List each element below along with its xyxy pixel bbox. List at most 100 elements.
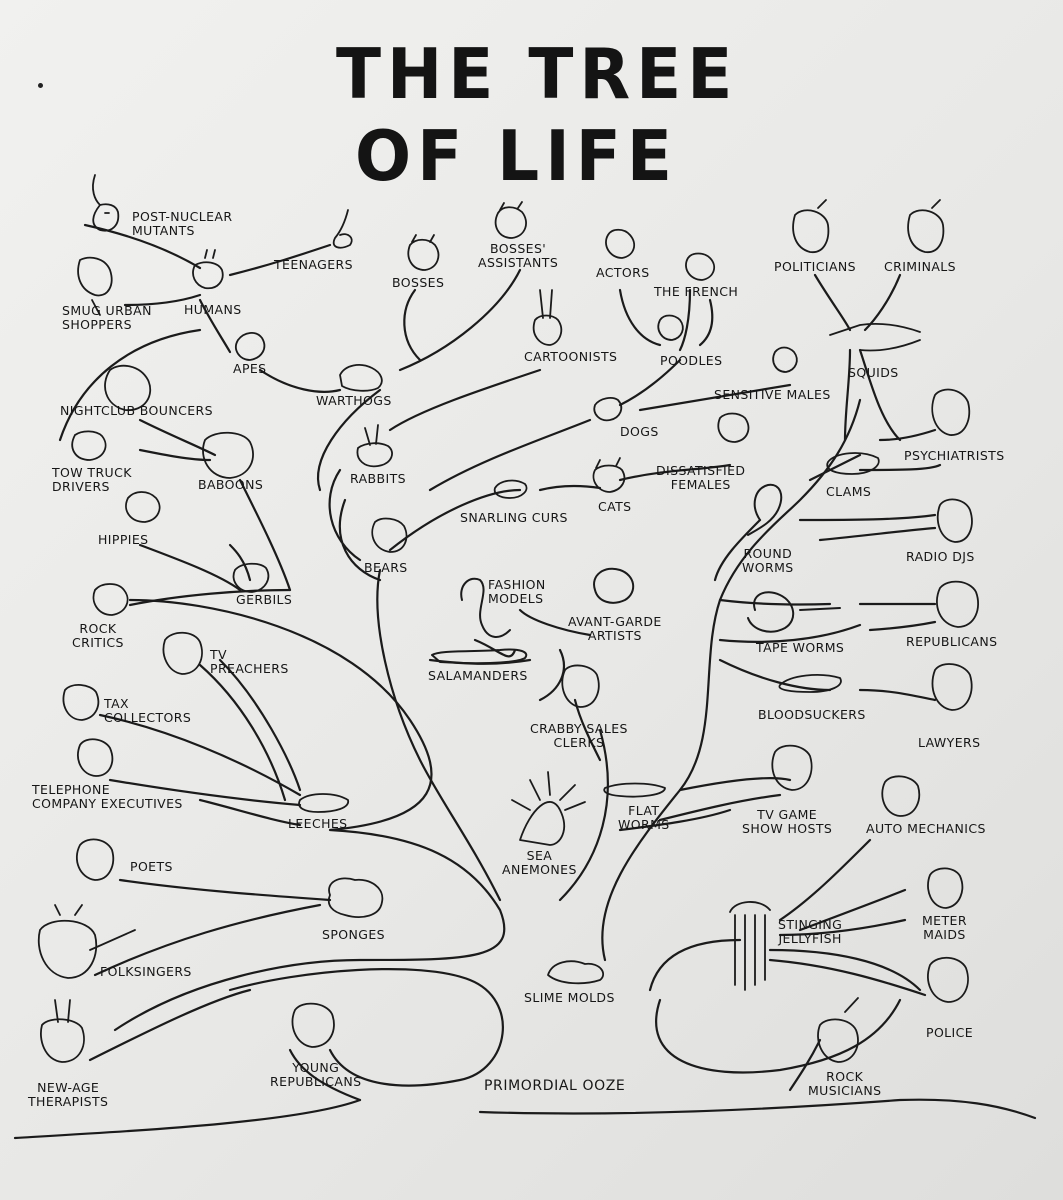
label-telephone-company-executives: TELEPHONE COMPANY EXECUTIVES [32,782,183,811]
branch-bloodsuckers [718,658,937,702]
actor-creature [605,228,636,259]
title-line-2: OF LIFE [355,116,678,197]
branch-hippies [138,543,242,592]
branch-warthogs [258,368,342,393]
label-crabby-sales-clerks: CRABBY SALES CLERKS [530,721,628,750]
right-loop-jelly [648,938,922,992]
smug-shopper [77,256,113,316]
label-rabbits: RABBITS [350,471,406,486]
rock-critic [92,583,129,616]
branch-leech-out [198,798,302,827]
psychiatrist-face [931,388,971,436]
label-politicians: POLITICIANS [774,259,857,274]
auto-mechanic [881,775,921,817]
bear-creature [371,517,408,553]
poodle-creature [657,314,684,341]
branch-newage [88,988,252,1062]
branch-politicians [813,273,902,332]
branch-poodles-dogs [618,358,792,412]
branch-rockmus [788,1038,822,1092]
branch-tax [98,713,302,797]
tape-worm [747,591,841,633]
label-post-nuclear-mutants: POST-NUCLEAR MUTANTS [132,209,233,238]
label-slime-molds: SLIME MOLDS [524,990,615,1005]
branch-postnuclear [83,223,202,270]
label-bosses-assistants: BOSSES' ASSISTANTS [478,241,559,270]
label-criminals: CRIMINALS [884,259,956,274]
cat-creature [592,457,626,493]
label-rock-critics: ROCK CRITICS [72,621,124,650]
branch-meter [778,918,907,937]
label-flat-worms: FLAT WORMS [618,803,670,832]
flat-worm [603,782,666,798]
label-sponges: SPONGES [322,927,385,942]
branch-bosses [403,288,422,362]
label-hippies: HIPPIES [98,532,149,547]
tax-collector [62,684,100,721]
label-bears: BEARS [364,560,408,575]
label-police: POLICE [926,1025,974,1040]
young-republican [291,1002,335,1048]
cartoonist-rabbit [532,289,563,346]
label-folksingers: FOLKSINGERS [100,964,192,979]
ink-dot [38,83,43,88]
human-creature [192,249,224,290]
republican-face [936,580,980,628]
label-tv-game-show-hosts: TV GAME SHOW HOSTS [742,807,833,836]
label-stinging-jellyfish: STINGING JELLYFISH [778,917,843,946]
label-warthogs: WARTHOGS [316,393,392,408]
label-squids: SQUIDS [848,365,899,380]
branch-french [698,298,714,347]
label-leeches: LEECHES [288,816,348,831]
branch-telephone [108,778,302,807]
criminal-face [907,199,945,253]
label-humans: HUMANS [184,302,242,317]
branch-psychiatrists [878,428,937,442]
branch-young-rep [288,1048,362,1102]
dissatisfied-female [717,412,750,443]
label-tv-preachers: TV PREACHERS [210,647,289,676]
label-sea-anemones: SEA ANEMONES [502,848,577,877]
label-the-french: THE FRENCH [654,284,739,299]
branch-dogs [428,418,592,492]
politician-face [792,199,830,253]
crabby-sales-clerk [561,664,600,708]
right-loop-bottom [655,998,902,1074]
label-snarling-curs: SNARLING CURS [460,510,568,525]
branch-flatworms [618,793,782,832]
branch-humans-apes [198,298,232,354]
label-sensitive-males: SENSITIVE MALES [714,387,831,402]
squid-creature [829,322,921,352]
label-psychiatrists: PSYCHIATRISTS [904,448,1005,463]
label-baboons: BABOONS [198,477,264,492]
ground-line [13,1098,1037,1140]
label-poodles: POODLES [660,353,723,368]
tv-preacher [162,631,203,675]
label-fashion-models: FASHION MODELS [488,577,546,606]
branch-radiodj [818,526,937,542]
branch-fashion [473,608,592,658]
label-tax-collectors: TAX COLLECTORS [104,696,192,725]
sponge-blob [327,877,384,918]
branch-poets [118,878,332,902]
snarling-cur [493,479,528,499]
label-dissatisfied-females: DISSATISFIED FEMALES [656,463,746,492]
label-auto-mechanics: AUTO MECHANICS [866,821,986,836]
leech [298,793,349,813]
label-tow-truck-drivers: TOW TRUCK DRIVERS [52,465,132,494]
branch-police [768,958,927,997]
label-avant-garde-artists: AVANT-GARDE ARTISTS [568,614,662,643]
folksinger [37,904,136,979]
label-tape-worms: TAPE WORMS [756,640,845,655]
boss-creature [407,234,440,271]
clam-creature [826,452,880,475]
branch-cartoonists [388,368,542,432]
label-bloodsuckers: BLOODSUCKERS [758,707,866,722]
postnuclear-mutant [92,174,120,232]
label-gerbils: GERBILS [236,592,293,607]
label-cats: CATS [598,499,632,514]
branch-mechanics [778,838,907,932]
police-face [927,956,969,1003]
